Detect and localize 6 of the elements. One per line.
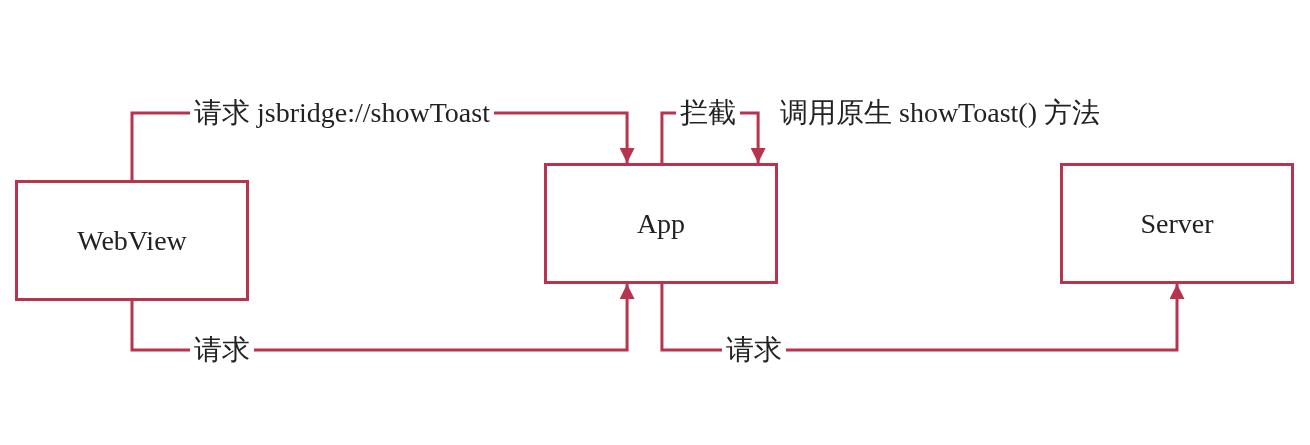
- arrow: [660, 284, 1185, 352]
- arrow: [130, 284, 635, 352]
- process-box: App: [544, 163, 778, 284]
- process-box: WebView: [15, 180, 249, 301]
- edge-label: 请求 jsbridge://showToast: [190, 96, 494, 130]
- process-box: Server: [1060, 163, 1294, 284]
